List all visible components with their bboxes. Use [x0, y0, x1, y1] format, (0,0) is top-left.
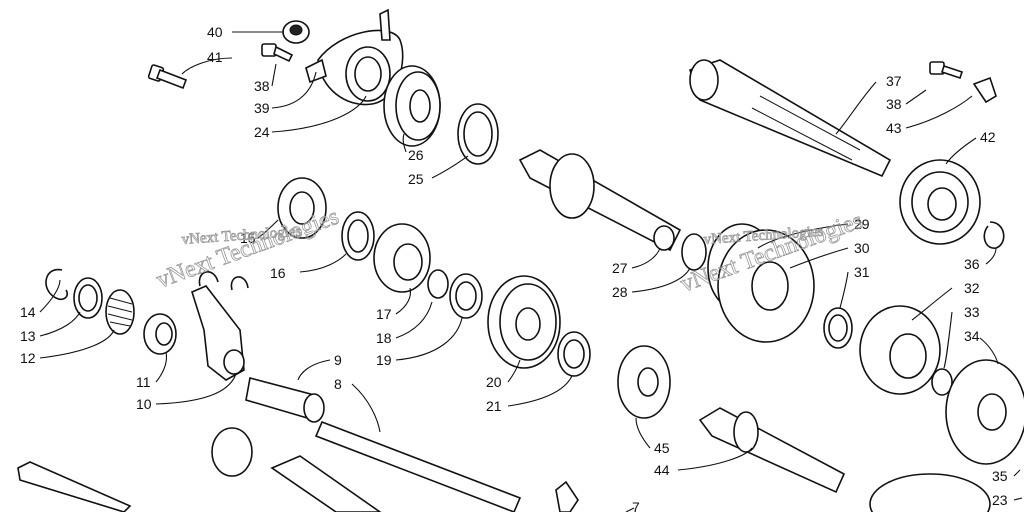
callout-21: 21: [486, 398, 502, 414]
callout-20: 20: [486, 374, 502, 390]
part-drum-lower: [270, 455, 382, 512]
part-gear-lower-small: [211, 427, 253, 477]
callout-9: 9: [334, 352, 342, 368]
part-dog-32: [859, 305, 941, 395]
callout-24: 24: [254, 124, 270, 140]
part-circlip-36: [983, 221, 1005, 249]
callout-28: 28: [612, 284, 628, 300]
callout-37: 37: [886, 73, 902, 89]
callout-26: 26: [408, 147, 424, 163]
callout-18: 18: [376, 330, 392, 346]
part-shaft-44: [698, 407, 846, 494]
callout-43: 43: [886, 120, 902, 136]
callout-19: 19: [376, 352, 392, 368]
part-gear-35: [869, 473, 991, 512]
part-gear-26: [383, 65, 441, 147]
part-washer-28: [681, 233, 707, 271]
leader-lines: [39, 31, 1023, 512]
watermark-text: vNext Technologies: [153, 204, 342, 294]
callout-44: 44: [654, 462, 670, 478]
part-gear-30: [717, 229, 815, 343]
callout-38: 38: [254, 78, 270, 94]
callout-11: 11: [136, 374, 151, 390]
callout-7: 7: [632, 499, 640, 512]
callout-42: 42: [980, 129, 996, 145]
part-clip-43: [972, 76, 997, 104]
callout-29: 29: [854, 216, 870, 232]
part-collar-11: [143, 313, 177, 355]
part-washer-25: [457, 103, 499, 165]
part-washer-31: [823, 307, 853, 349]
callout-39: 39: [254, 100, 270, 116]
callout-45: 45: [654, 440, 670, 456]
part-bolt-38-left: [261, 43, 294, 63]
callout-34: 34: [964, 328, 980, 344]
part-sleeve-9: [245, 377, 325, 423]
callout-10: 10: [136, 396, 152, 412]
callout-40: 40: [207, 24, 223, 40]
callout-30: 30: [854, 240, 870, 256]
part-washer-13: [73, 277, 103, 319]
part-washer-33: [931, 368, 953, 396]
part-washer-16: [341, 211, 375, 261]
callout-14: 14: [20, 304, 36, 320]
part-shaft-lower-left: [17, 461, 132, 512]
part-bolt-38-right: [929, 61, 964, 80]
callout-12: 12: [20, 350, 36, 366]
callout-16: 16: [270, 265, 286, 281]
callout-41: 41: [207, 49, 223, 65]
callout-38: 38: [886, 96, 902, 112]
part-countershaft-27: [518, 149, 682, 252]
part-shaft-37: [688, 59, 892, 178]
part-washer-18: [427, 269, 449, 299]
callout-33: 33: [964, 304, 980, 320]
callout-13: 13: [20, 328, 36, 344]
part-dog-17: [373, 223, 431, 293]
part-gear-45: [617, 345, 671, 419]
callout-15: 15: [240, 230, 256, 246]
part-shift-fork-10: [191, 271, 249, 381]
callout-labels: 40 41 38 39 24 26 25 37 38 43 42 15 16 1…: [20, 24, 1008, 512]
callout-31: 31: [854, 264, 870, 280]
part-spring-12: [105, 289, 135, 335]
part-fork-7: [555, 480, 579, 512]
part-bearing-42: [899, 159, 981, 245]
callout-8: 8: [334, 376, 342, 392]
part-bolt-41: [147, 64, 188, 90]
callout-17: 17: [376, 306, 392, 322]
part-washer-19: [449, 273, 483, 319]
part-gear-34: [945, 359, 1024, 465]
part-bearing-15: [277, 177, 327, 239]
callout-25: 25: [408, 171, 424, 187]
part-cap-40: [282, 20, 310, 44]
callout-36: 36: [964, 256, 980, 272]
part-washer-21: [557, 331, 591, 377]
callout-27: 27: [612, 260, 628, 276]
part-gear-20: [487, 275, 561, 369]
callout-32: 32: [964, 280, 980, 296]
callout-35: 35: [992, 468, 1008, 484]
callout-23: 23: [992, 492, 1008, 508]
part-rod-8: [314, 420, 522, 512]
part-circlip-14: [45, 268, 69, 301]
